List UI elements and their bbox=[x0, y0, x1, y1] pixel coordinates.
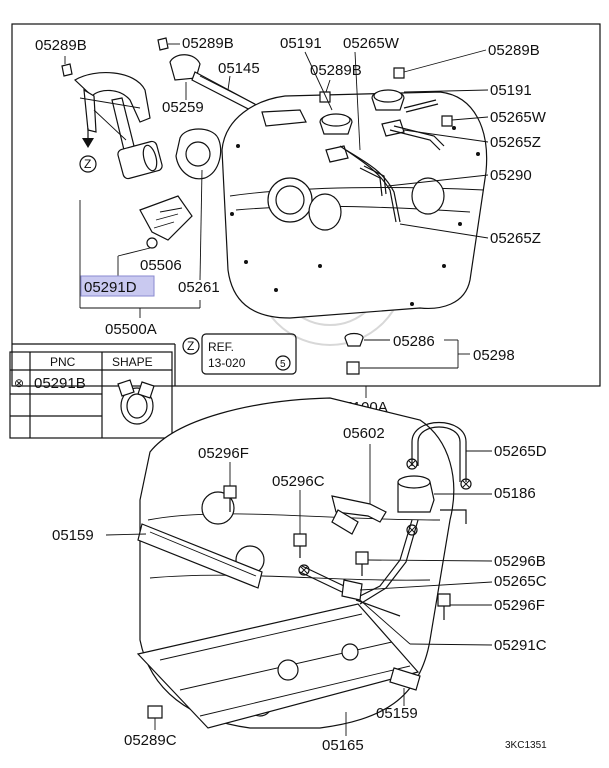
label-05500A: 05500A bbox=[105, 321, 157, 338]
label-05265Z-1: 05265Z bbox=[490, 134, 541, 151]
hose-clamp-icon bbox=[117, 379, 155, 425]
table-header-shape: SHAPE bbox=[112, 355, 153, 369]
table-row-mark: ⊗ bbox=[14, 376, 24, 390]
down-arrow-icon bbox=[82, 128, 94, 148]
table-row-pnc: 05291B bbox=[34, 375, 86, 392]
label-05265W-2: 05265W bbox=[490, 109, 547, 126]
pnc-shape-table: PNC SHAPE ⊗ 05291B bbox=[9, 351, 173, 439]
label-05165: 05165 bbox=[322, 737, 364, 754]
label-05186: 05186 bbox=[494, 485, 536, 502]
ref-circle-number: 5 bbox=[280, 359, 286, 370]
label-05289C: 05289C bbox=[124, 732, 177, 749]
label-05145: 05145 bbox=[218, 60, 260, 77]
skid-plate bbox=[136, 603, 420, 729]
label-05286: 05286 bbox=[393, 333, 435, 350]
upper-frame bbox=[11, 23, 601, 387]
label-05191-1: 05191 bbox=[280, 35, 322, 52]
label-05289B-4: 05289B bbox=[310, 62, 362, 79]
clamp-markers bbox=[298, 458, 472, 576]
tank-strap bbox=[137, 523, 421, 691]
label-05296C: 05296C bbox=[272, 473, 325, 490]
label-05298: 05298 bbox=[473, 347, 515, 364]
label-05506: 05506 bbox=[140, 257, 182, 274]
label-05289B-1: 05289B bbox=[35, 37, 87, 54]
fuel-filter bbox=[397, 475, 435, 513]
label-05296F-1: 05296F bbox=[198, 445, 249, 462]
label-05296B: 05296B bbox=[494, 553, 546, 570]
label-05261: 05261 bbox=[178, 279, 220, 296]
label-05291D: 05291D bbox=[84, 279, 137, 296]
svg-text:Z: Z bbox=[84, 157, 91, 171]
ref-circle-letter: Z bbox=[187, 339, 194, 353]
label-05265Z-2: 05265Z bbox=[490, 230, 541, 247]
label-05289B-3: 05289B bbox=[488, 42, 540, 59]
label-05265D: 05265D bbox=[494, 443, 547, 460]
lower-hoses bbox=[299, 422, 467, 617]
valve-caps bbox=[319, 89, 405, 163]
label-05191-2: 05191 bbox=[490, 82, 532, 99]
drawing-code: 3KC1351 bbox=[505, 740, 547, 751]
label-05259: 05259 bbox=[162, 99, 204, 116]
ref-prefix: REF. bbox=[208, 340, 234, 354]
label-05265W-1: 05265W bbox=[343, 35, 400, 52]
filter-bracket bbox=[331, 495, 387, 535]
label-05602: 05602 bbox=[343, 425, 385, 442]
upper-fuel-tank bbox=[221, 91, 488, 319]
fasteners-upper bbox=[61, 37, 453, 375]
pump-filter bbox=[139, 195, 193, 241]
label-05159-2: 05159 bbox=[376, 705, 418, 722]
label-05290: 05290 bbox=[490, 167, 532, 184]
label-05159-1: 05159 bbox=[52, 527, 94, 544]
fuel-pump-module bbox=[74, 71, 163, 180]
label-05296F-2: 05296F bbox=[494, 597, 545, 614]
label-05291C: 05291C bbox=[494, 637, 547, 654]
circle-z-icon: Z bbox=[79, 155, 97, 173]
label-05265C: 05265C bbox=[494, 573, 547, 590]
highlight-05291D bbox=[80, 275, 155, 297]
label-05289B-2: 05289B bbox=[182, 35, 234, 52]
gasket bbox=[175, 128, 222, 180]
fasteners-lower bbox=[147, 485, 451, 719]
ref-box: Z REF. 13-020 5 bbox=[182, 333, 297, 375]
upper-hoses bbox=[339, 99, 445, 223]
circle-z-icon-ref bbox=[182, 337, 200, 355]
o-ring bbox=[146, 237, 158, 249]
table-header-pnc: PNC bbox=[50, 355, 76, 369]
ref-number: 13-020 bbox=[208, 356, 246, 370]
